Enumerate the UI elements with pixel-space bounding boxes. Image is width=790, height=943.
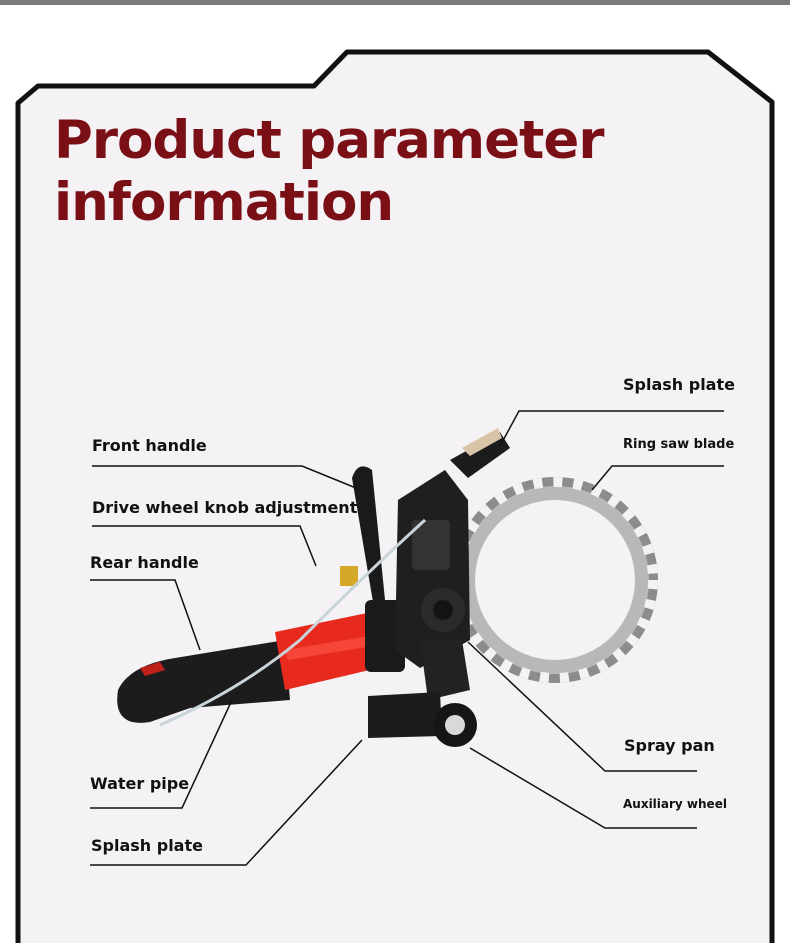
leader-lines [90, 410, 724, 866]
auxiliary-wheel [433, 703, 477, 747]
front-handle [340, 466, 385, 602]
saw-body [117, 600, 405, 723]
label-splash-plate-top: Splash plate [623, 375, 735, 394]
top-bar [0, 0, 790, 5]
title-line-1: Product parameter [54, 110, 604, 171]
label-rear-handle: Rear handle [90, 553, 199, 572]
spray-pan [420, 640, 470, 700]
water-pipe [159, 518, 427, 727]
lower-splash-plate [368, 692, 442, 738]
label-splash-plate-bottom: Splash plate [91, 836, 203, 855]
page-title: Product parameter information [54, 110, 674, 234]
label-water-pipe: Water pipe [90, 774, 190, 793]
ring-saw-blade [452, 477, 658, 683]
label-front-handle: Front handle [92, 436, 207, 455]
label-auxiliary-wheel: Auxiliary wheel [623, 797, 727, 811]
label-spray-pan: Spray pan [624, 736, 715, 755]
label-drive-wheel-knob: Drive wheel knob adjustment [92, 498, 358, 517]
title-line-2: information [54, 172, 394, 233]
label-ring-saw-blade: Ring saw blade [623, 437, 735, 452]
gearbox-head [395, 428, 510, 668]
